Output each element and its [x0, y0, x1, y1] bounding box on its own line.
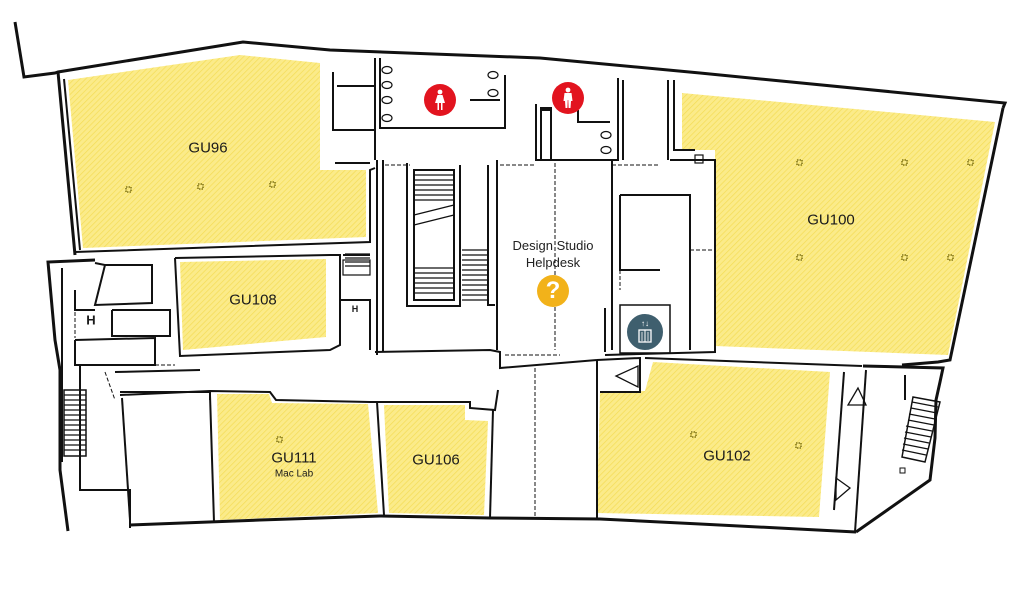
room-label-gu96[interactable]: GU96 [188, 139, 228, 157]
stair-direction-markers [614, 364, 868, 502]
h-marker-left: H [86, 312, 96, 328]
outer-walls [13, 21, 1008, 534]
lift-shaft [619, 304, 671, 354]
room-label-gu102[interactable]: GU102 [703, 447, 751, 465]
question-mark-glyph: ? [545, 277, 561, 304]
helpdesk-label[interactable]: Design Studio Helpdesk [513, 237, 594, 271]
room-gu100-area[interactable] [682, 93, 995, 355]
lift-arrows: ↑↓ [641, 318, 649, 328]
room-label-gu106[interactable]: GU106 [412, 451, 460, 469]
room-label-gu111[interactable]: GU111 [271, 449, 317, 467]
h-marker-right: H [351, 304, 359, 314]
helpdesk-label-line2: Helpdesk [525, 255, 581, 270]
room-gu111-area[interactable] [217, 394, 378, 520]
room-gu106-area[interactable] [384, 405, 488, 515]
male-toilet-icon[interactable] [552, 82, 584, 114]
room-sublabel-gu111: Mac Lab [274, 468, 314, 480]
room-areas [68, 55, 995, 520]
staircase-small [345, 253, 370, 267]
room-gu102-area[interactable] [597, 362, 830, 517]
doors [74, 163, 715, 518]
room-label-gu100[interactable]: GU100 [807, 211, 855, 229]
staircase-center [413, 169, 487, 301]
room-gu96-area[interactable] [68, 55, 366, 248]
lift-icon[interactable]: ↑↓ [626, 313, 664, 351]
toilet-fixtures [381, 65, 612, 155]
question-mark-icon[interactable]: ? [537, 275, 569, 307]
room-gu108-area[interactable] [180, 259, 326, 350]
female-toilet-icon[interactable] [424, 84, 456, 116]
interior-walls [61, 58, 906, 533]
staircase-left [63, 389, 87, 457]
columns [125, 159, 974, 449]
staircase-right [899, 396, 941, 474]
room-label-gu108[interactable]: GU108 [229, 291, 277, 309]
helpdesk-label-line1: Design Studio [512, 238, 594, 253]
